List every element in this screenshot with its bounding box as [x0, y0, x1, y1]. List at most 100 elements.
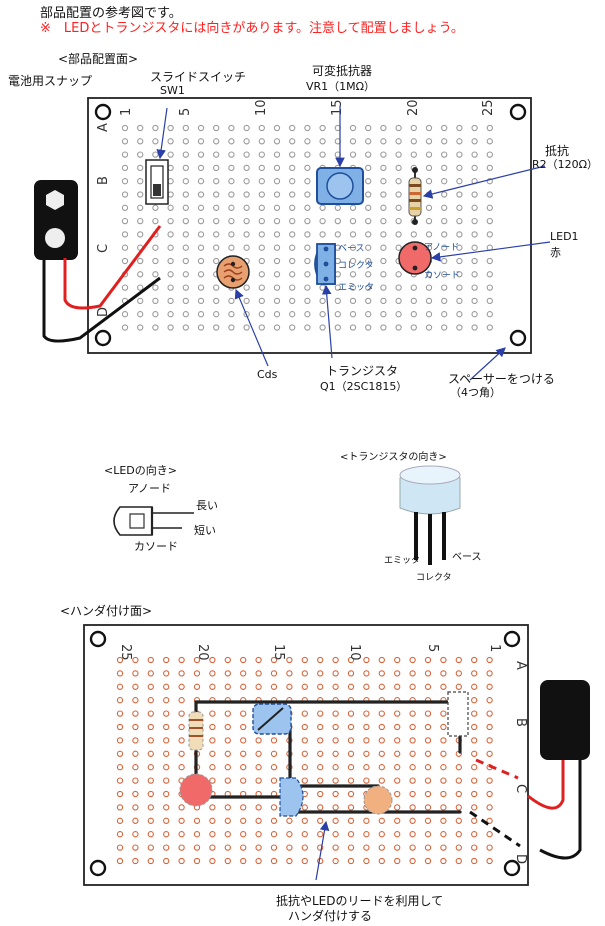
board-hole — [365, 324, 372, 331]
board-hole — [147, 750, 154, 757]
board-hole — [289, 164, 296, 172]
note-arrow — [315, 820, 330, 881]
board-hole — [304, 324, 311, 331]
board-hole — [424, 844, 432, 851]
board-hole — [270, 831, 278, 838]
cds-label: Cds — [257, 368, 278, 381]
board-hole — [380, 271, 387, 278]
board-hole — [304, 217, 311, 225]
board-hole — [349, 284, 357, 291]
potentiometer-icon — [252, 703, 292, 735]
board-hole — [121, 231, 129, 238]
board-hole — [121, 138, 129, 145]
board-hole — [365, 271, 372, 278]
board-hole — [301, 723, 308, 731]
board-hole — [456, 231, 463, 238]
board-hole — [471, 683, 478, 690]
board-hole — [273, 244, 281, 251]
board-hole — [440, 710, 447, 717]
board-hole — [270, 857, 278, 865]
board-hole — [349, 124, 357, 132]
board-hole — [486, 124, 493, 132]
board-hole — [228, 151, 235, 158]
board-hole — [486, 217, 493, 225]
board-hole — [182, 217, 189, 225]
board-hole — [301, 683, 308, 690]
board-hole — [394, 737, 401, 744]
board-hole — [471, 311, 478, 318]
board-hole — [317, 844, 324, 851]
resistor-ref: R2（120Ω） — [532, 158, 599, 171]
board-hole — [270, 777, 278, 784]
board-hole — [301, 656, 308, 664]
board-hole — [471, 831, 478, 838]
board-hole — [471, 204, 478, 211]
board-hole — [349, 217, 357, 225]
board-hole — [137, 217, 144, 225]
board-hole — [182, 151, 189, 158]
board-hole — [395, 284, 402, 291]
board-hole — [317, 804, 324, 811]
board-hole — [319, 138, 326, 145]
board-hole — [289, 297, 296, 305]
board-hole — [394, 790, 401, 798]
board-hole — [243, 324, 250, 331]
top-col-label: 15 — [330, 99, 345, 116]
board-hole — [349, 231, 357, 238]
board-hole — [378, 831, 385, 838]
board-hole — [395, 204, 402, 211]
board-hole — [455, 790, 462, 798]
board-hole — [486, 164, 493, 172]
bottom-row-labels: A B C D — [513, 661, 528, 864]
board-hole — [147, 777, 154, 784]
board-hole — [380, 257, 387, 265]
board-hole — [147, 831, 154, 838]
board-hole — [319, 324, 326, 331]
board-hole — [332, 710, 339, 717]
board-hole — [347, 804, 355, 811]
board-hole — [424, 857, 432, 865]
board-hole — [228, 164, 235, 172]
board-hole — [152, 204, 159, 211]
board-hole — [365, 164, 372, 172]
top-board: A B C D 1 5 10 15 20 25 — [34, 97, 551, 381]
board-hole — [273, 217, 281, 225]
board-hole — [240, 857, 247, 865]
board-hole — [243, 297, 250, 305]
board-hole — [347, 857, 355, 865]
board-hole — [380, 164, 387, 172]
board-hole — [365, 178, 372, 185]
resistor-icon — [188, 711, 204, 751]
board-hole — [394, 764, 401, 771]
board-hole — [258, 257, 265, 265]
board-hole — [471, 790, 478, 798]
board-hole — [137, 231, 144, 238]
board-hole — [440, 737, 447, 744]
board-hole — [258, 138, 265, 145]
board-hole — [209, 656, 216, 664]
board-hole — [193, 831, 201, 838]
board-hole — [301, 817, 308, 824]
top-col-label: 20 — [406, 99, 421, 116]
board-hole — [319, 231, 326, 238]
spacer-hole-icon — [89, 630, 107, 648]
board-hole — [209, 670, 216, 677]
board-hole — [213, 178, 220, 185]
board-hole — [224, 817, 231, 824]
board-hole — [273, 271, 281, 278]
board-hole — [197, 284, 205, 291]
board-hole — [347, 844, 355, 851]
led-color: 赤 — [550, 246, 561, 259]
top-row-labels: A B C D — [96, 123, 111, 317]
board-hole — [410, 311, 417, 318]
board-hole — [116, 857, 124, 865]
board-hole — [167, 217, 174, 225]
board-hole — [409, 723, 416, 731]
board-hole — [471, 844, 478, 851]
board-hole — [441, 244, 448, 251]
board-hole — [486, 804, 493, 811]
board-hole — [258, 217, 265, 225]
board-hole — [197, 164, 205, 172]
board-hole — [137, 257, 144, 265]
board-hole — [152, 257, 159, 265]
